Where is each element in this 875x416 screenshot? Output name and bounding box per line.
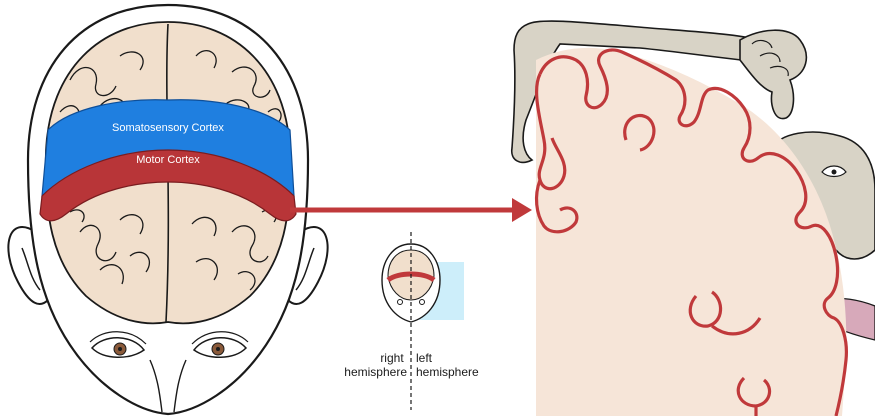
right-hemisphere-label: right hemisphere	[344, 351, 407, 379]
somatosensory-label: Somatosensory Cortex	[112, 122, 224, 134]
motor-label: Motor Cortex	[136, 154, 200, 166]
homunculus-hand	[740, 30, 806, 118]
cortex-cross-section	[512, 21, 875, 416]
head-with-brain-icon: Somatosensory Cortex Motor Cortex	[8, 5, 327, 414]
left-hemisphere-label: left hemisphere	[416, 351, 479, 379]
mini-head-icon	[382, 232, 464, 410]
cortex-tissue	[536, 48, 846, 416]
arrow	[290, 198, 532, 222]
